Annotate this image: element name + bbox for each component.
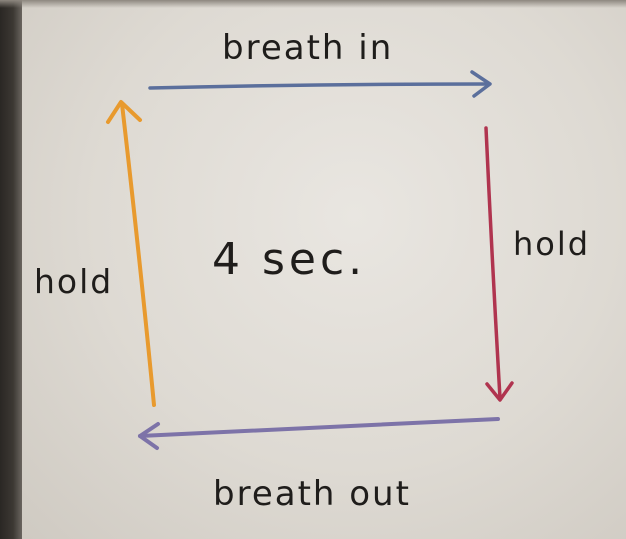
right-arrow (484, 126, 514, 402)
paper-top-shadow (0, 0, 626, 8)
breath-in-label: breath in (222, 28, 394, 68)
hold-left-label: hold (34, 262, 114, 301)
paper-background (22, 0, 626, 539)
top-arrow (148, 70, 492, 98)
paper-edge-shadow (0, 0, 22, 539)
breath-out-label: breath out (213, 474, 411, 514)
duration-label: 4 sec. (212, 234, 367, 285)
bottom-arrow (138, 417, 500, 450)
left-arrow (106, 100, 156, 407)
hold-right-label: hold (513, 225, 591, 263)
